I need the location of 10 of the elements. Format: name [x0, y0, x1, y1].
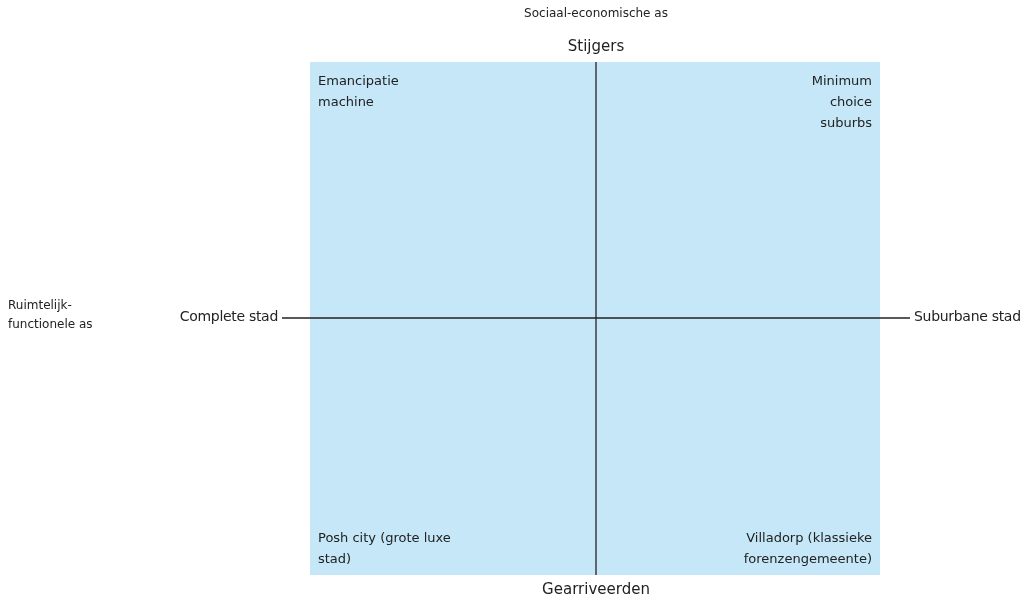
quadrant-label: Minimum choice suburbs	[810, 72, 872, 132]
axis-end-label: Complete stad	[179, 308, 278, 324]
quadrant-label: Posh city (grote luxe stad)	[318, 529, 452, 568]
axis-title: Sociaal-economische as	[524, 6, 668, 20]
axis-end-label: Suburbane stad	[914, 308, 1021, 324]
quadrant-label: Emancipatie machine	[318, 72, 400, 111]
axis-title: Ruimtelijk-functionele as	[8, 297, 94, 333]
axis-end-label: Gearriveerden	[542, 580, 650, 598]
quadrant-field	[310, 62, 880, 575]
quadrant-label: Villadorp (klassieke forenzengemeente)	[742, 529, 872, 568]
